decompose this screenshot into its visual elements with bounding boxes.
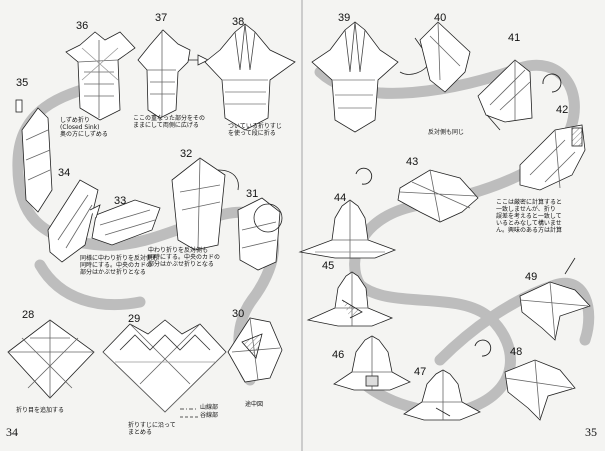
step-number-36: 36 [76, 20, 89, 32]
step-34-model [47, 179, 99, 263]
legend-valley-fold: 谷線部 [200, 412, 219, 419]
step-44-model [298, 199, 397, 259]
step-number-28: 28 [22, 309, 35, 321]
flow-ribbon-left [12, 79, 280, 386]
page-number-right: 35 [585, 425, 597, 439]
step-number-43: 43 [406, 156, 419, 168]
step-37-model [137, 29, 209, 119]
step-30-model [227, 317, 283, 383]
step-number-48: 48 [510, 346, 523, 358]
step-28-model [7, 319, 95, 399]
step-36-model [65, 31, 136, 121]
note-step-33: 同様に中わり折りを反対側も 同時にする。中央のカドの 部分はかぶせ折りとなる [80, 255, 159, 276]
step-46-model [333, 335, 411, 391]
step-33-model [89, 199, 161, 246]
note-step-32: 中わり折りを反対側も 同時にする。中央のカドの 部分はかぶせ折りとなる [148, 247, 221, 268]
legend-lines [180, 408, 198, 418]
note-step-38: ついている折りすじ を使って段に折る [228, 123, 282, 137]
step-48-model [504, 359, 576, 421]
step-number-30: 30 [232, 308, 245, 320]
step-38-model [204, 23, 296, 131]
step-number-49: 49 [525, 271, 538, 283]
step-number-41: 41 [508, 32, 521, 44]
step-number-39: 39 [338, 12, 351, 24]
note-step-40: 反対側も同じ [428, 129, 465, 136]
note-step-37: ここの重なった部分をその ままにして両側に広げる [133, 115, 206, 129]
note-step-29: 折りすじに沿って まとめる [128, 422, 176, 436]
step-45-model [306, 271, 394, 327]
step-number-35: 35 [16, 77, 29, 89]
step-40-model [414, 21, 471, 93]
note-step-28: 折り目を追加する [16, 407, 65, 414]
step-32-model [171, 157, 239, 251]
step-47-model [403, 369, 481, 421]
step-number-37: 37 [155, 12, 168, 24]
step-number-31: 31 [246, 188, 259, 200]
step-number-33: 33 [114, 195, 127, 207]
step-number-45: 45 [322, 260, 335, 272]
step-number-38: 38 [232, 16, 245, 28]
step-number-32: 32 [180, 148, 193, 160]
step-number-40: 40 [434, 12, 447, 24]
page-number-left: 34 [6, 425, 18, 439]
step-39-model [311, 21, 431, 133]
step-35-model [15, 99, 53, 213]
step-42-model [519, 124, 586, 191]
note-step-36: しずめ折り (Closed Sink) 奥の方にしずめる [60, 117, 108, 138]
step-number-42: 42 [556, 104, 569, 116]
step-number-34: 34 [58, 167, 71, 179]
legend-mountain-fold: 山線部 [200, 404, 219, 411]
step-number-46: 46 [332, 349, 345, 361]
rotate-arrows [355, 73, 562, 357]
step-41-model [477, 59, 533, 131]
step-49-model [519, 257, 591, 341]
step-number-44: 44 [334, 192, 347, 204]
note-step-42: ここは厳密に計算すると 一致しませんが、折り 誤差を考えると一致して いるとみな… [496, 199, 563, 234]
step-number-47: 47 [414, 366, 427, 378]
step-31-model [237, 197, 283, 271]
step-43-model [397, 169, 479, 223]
step-29-model [102, 319, 227, 413]
step-number-29: 29 [128, 313, 141, 325]
note-step-30: 途中図 [245, 401, 264, 408]
